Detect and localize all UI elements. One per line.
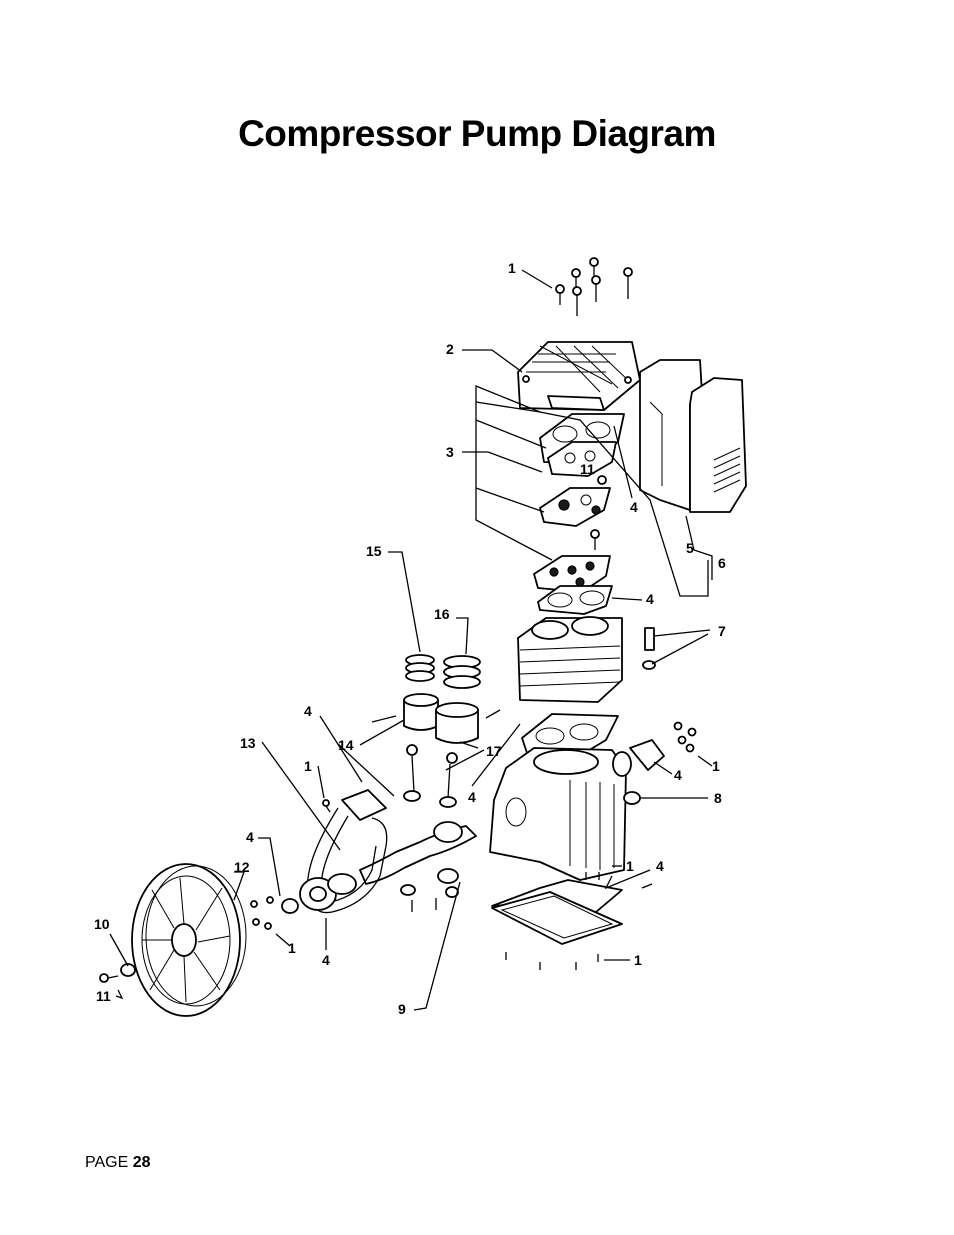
valve-plate-middle [539,487,611,527]
callout-4e: 4 [468,789,476,805]
small-screws-left [250,799,331,930]
connecting-rod-left [403,744,421,802]
callout-11b: 11 [96,988,111,1004]
callout-10: 10 [94,916,110,932]
callout-15: 15 [366,543,382,559]
washer-and-bolt [99,963,136,983]
sight-glass [623,791,641,805]
piston-left [371,693,439,731]
valve-plate-upper [547,441,617,477]
valve-pin [590,529,600,550]
callout-4b: 4 [646,591,654,607]
bearing-housing-left [281,873,357,914]
callout-labels: 1 2 3 11 4 5 6 15 16 4 7 4 13 14 17 1 4 … [94,260,726,1017]
callout-1e: 1 [288,940,296,956]
callout-1a: 1 [508,260,516,276]
page-label: PAGE [85,1154,129,1171]
callout-12: 12 [234,859,250,875]
callout-5: 5 [686,540,694,556]
callout-11a: 11 [580,461,595,477]
callout-1f: 1 [634,952,642,968]
head-bolts [555,257,633,316]
page-title: Compressor Pump Diagram [238,113,716,154]
callout-16: 16 [434,606,450,622]
callout-4c: 4 [304,703,312,719]
page-number: 28 [132,1154,151,1171]
bottom-plate [491,891,623,945]
leader-lines [109,269,713,1011]
callout-1b: 1 [304,758,312,774]
callout-4f: 4 [656,858,664,874]
cylinder-gasket-top [537,585,613,615]
breather-plug [642,627,656,670]
callout-4d: 4 [674,767,682,783]
piston-rings-left [405,654,435,682]
bearing-plate-right [612,739,665,777]
piston-right [435,702,501,744]
crankcase [489,747,627,881]
callout-6: 6 [718,555,726,571]
crankshaft [359,821,477,885]
side-cover [689,377,747,513]
callout-1d: 1 [626,858,634,874]
callout-13: 13 [240,735,256,751]
piston-rings-right [443,655,481,689]
shaft-collar-parts [400,868,459,912]
callout-9: 9 [398,1001,406,1017]
cylinder-head [517,341,641,411]
small-screws-right [673,721,697,753]
valve-plate-lower [533,555,611,593]
flywheel [131,863,247,1017]
callout-2: 2 [446,341,454,357]
reed-valve [597,475,607,485]
callout-8: 8 [714,790,722,806]
callout-1c: 1 [712,758,720,774]
callout-4a: 4 [630,499,638,515]
belt-guard-shroud [639,359,703,511]
cylinder-block [517,616,623,703]
callout-4g: 4 [322,952,330,968]
tube-bracket [306,789,388,914]
callout-17: 17 [486,743,502,759]
callout-4-crank-left: 4 [246,829,254,845]
callout-3: 3 [446,444,454,460]
callout-7: 7 [718,623,726,639]
page-footer: PAGE 28 [85,1154,151,1172]
callout-14: 14 [338,737,354,753]
connecting-rod-right [439,752,458,808]
bottom-screws [505,872,653,970]
